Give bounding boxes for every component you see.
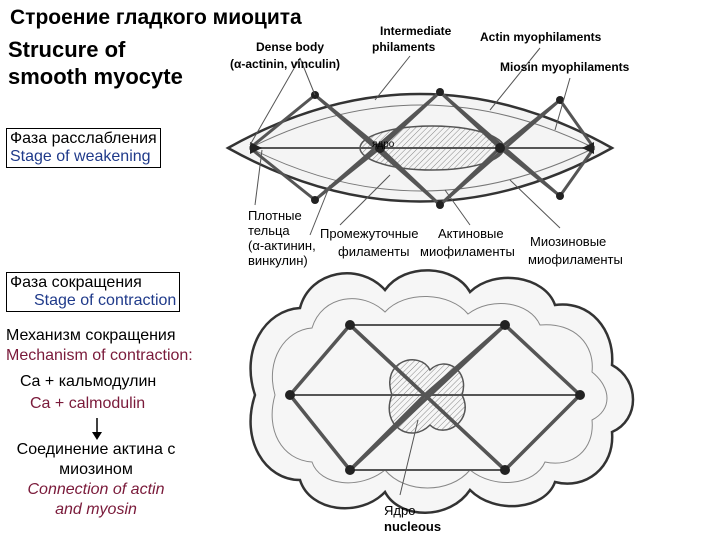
- dense-body-sub-label: (α-actinin, vinculin): [230, 57, 340, 71]
- myosin-ru-line2: миофиламенты: [528, 252, 623, 267]
- relaxed-myocyte: [228, 88, 612, 209]
- intermediate-ru-line1: Промежуточные: [320, 226, 418, 241]
- page-title-en-line2: smooth myocyte: [8, 63, 183, 90]
- dense-ru-line2: тельца: [248, 223, 316, 238]
- relaxation-stage-box: Фаза расслабления Stage of weakening: [6, 128, 161, 168]
- contraction-stage-box: Фаза сокращения Stage of contraction: [6, 272, 180, 312]
- nucleus-small-label: ядро: [372, 139, 394, 150]
- contracted-myocyte: [251, 270, 633, 512]
- intermediate-label-line1: Intermediate: [380, 24, 451, 38]
- actin-ru-line1: Актиновые: [438, 226, 504, 241]
- actin-ru-line2: миофиламенты: [420, 244, 515, 259]
- page-title-en: Strucure of smooth myocyte: [8, 36, 183, 90]
- dense-ru-label: Плотные тельца (α-актинин, винкулин): [248, 208, 316, 268]
- mechanism-step1-en: Ca + calmodulin: [30, 394, 145, 414]
- contraction-label-ru: Фаза сокращения: [10, 274, 176, 292]
- mechanism-step2-ru-line2: миозином: [4, 460, 188, 480]
- myosin-ru-line1: Миозиновые: [530, 234, 606, 249]
- dense-ru-line4: винкулин): [248, 253, 316, 268]
- mechanism-step2-en-line1: Connection of actin: [4, 480, 188, 500]
- mechanism-arrow: [92, 418, 102, 440]
- relaxation-label-en: Stage of weakening: [10, 148, 157, 166]
- dense-ru-line1: Плотные: [248, 208, 316, 223]
- actin-label: Actin myophilaments: [480, 30, 601, 44]
- mechanism-step2-en: Connection of actin and myosin: [4, 480, 188, 520]
- mechanism-title-en: Mechanism of contraction:: [6, 346, 193, 366]
- page-title-en-line1: Strucure of: [8, 36, 183, 63]
- mechanism-step2-ru: Соединение актина с миозином: [4, 440, 188, 480]
- mechanism-step1-ru: Ca + кальмодулин: [20, 372, 156, 392]
- page-title-ru: Строение гладкого миоцита: [10, 6, 302, 30]
- dense-body-label: Dense body: [256, 40, 324, 54]
- dense-ru-line3: (α-актинин,: [248, 238, 316, 253]
- contraction-label-en: Stage of contraction: [10, 292, 176, 310]
- intermediate-ru-line2: филаменты: [338, 244, 409, 259]
- myosin-label: Miosin myophilaments: [500, 60, 629, 74]
- intermediate-label-line2: philaments: [372, 40, 435, 54]
- mechanism-title-ru: Механизм сокращения: [6, 326, 176, 346]
- relaxation-label-ru: Фаза расслабления: [10, 130, 157, 148]
- nucleus-ru-label: Ядро: [384, 503, 415, 518]
- mechanism-step2-ru-line1: Соединение актина с: [4, 440, 188, 460]
- mechanism-step2-en-line2: and myosin: [4, 500, 188, 520]
- nucleus-en-label: nucleous: [384, 519, 441, 534]
